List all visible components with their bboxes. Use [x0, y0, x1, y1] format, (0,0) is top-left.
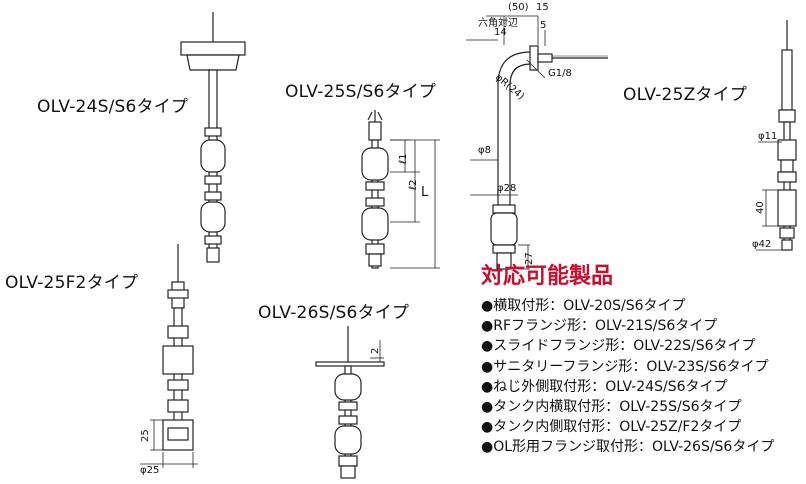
dim-phi42: φ42	[752, 239, 772, 250]
dim-thread: G1/8	[548, 68, 572, 79]
list-item: ●OL形用フランジ取付形：OLV-26S/S6タイプ	[481, 439, 775, 456]
dim-hex-value: 14	[494, 27, 507, 38]
dim-phi8: φ8	[478, 145, 491, 156]
dim-phi11: φ11	[758, 131, 778, 142]
olv25s-elbow-drawing	[466, 15, 608, 270]
list-item: ●スライドフランジ形：OLV-22S/S6タイプ	[481, 338, 756, 355]
compatible-products-list: ●横取付形：OLV-20S/S6タイプ ●RFフランジ形：OLV-21S/S6タ…	[481, 296, 806, 458]
dim-2: 2	[370, 347, 381, 354]
dim-l1: ℓ1	[398, 153, 409, 165]
dim-25: 25	[140, 429, 151, 442]
label-olv25z: OLV-25Zタイプ	[623, 85, 748, 105]
compatible-products-heading: 対応可能製品	[481, 264, 614, 289]
dim-15: 15	[536, 2, 549, 13]
list-item: ●サニタリーフランジ形：OLV-23S/S6タイプ	[481, 358, 769, 375]
list-item: ●タンク内横取付形：OLV-25S/S6タイプ	[481, 399, 742, 416]
list-item: ●横取付形：OLV-20S/S6タイプ	[481, 298, 686, 314]
dim-L: L	[421, 185, 429, 200]
label-olv26: OLV-26S/S6タイプ	[258, 303, 410, 323]
olv25z-drawing	[756, 20, 797, 251]
dim-40: 40	[755, 201, 766, 214]
dim-phi25: φ25	[140, 465, 160, 476]
olv25f2-drawing	[140, 244, 198, 468]
olv24-drawing	[180, 12, 246, 263]
dim-50: (50)	[508, 2, 529, 13]
label-olv25f2: OLV-25F2タイプ	[5, 273, 139, 293]
dim-hex-label: 六角対辺	[478, 18, 518, 29]
olv26-drawing	[315, 326, 385, 479]
olv25s-drawing	[361, 110, 440, 269]
dim-5: 5	[540, 20, 547, 31]
label-olv25s: OLV-25S/S6タイプ	[285, 82, 437, 102]
dim-l2: ℓ2	[408, 179, 419, 191]
list-item: ●タンク内側取付形：OLV-25Z/F2タイプ	[481, 419, 742, 436]
label-olv24: OLV-24S/S6タイプ	[37, 97, 189, 117]
dim-phi28: φ28	[497, 183, 517, 194]
list-item: ●ねじ外側取付形：OLV-24S/S6タイプ	[481, 378, 728, 395]
list-item: ●RFフランジ形：OLV-21S/S6タイプ	[481, 318, 718, 335]
